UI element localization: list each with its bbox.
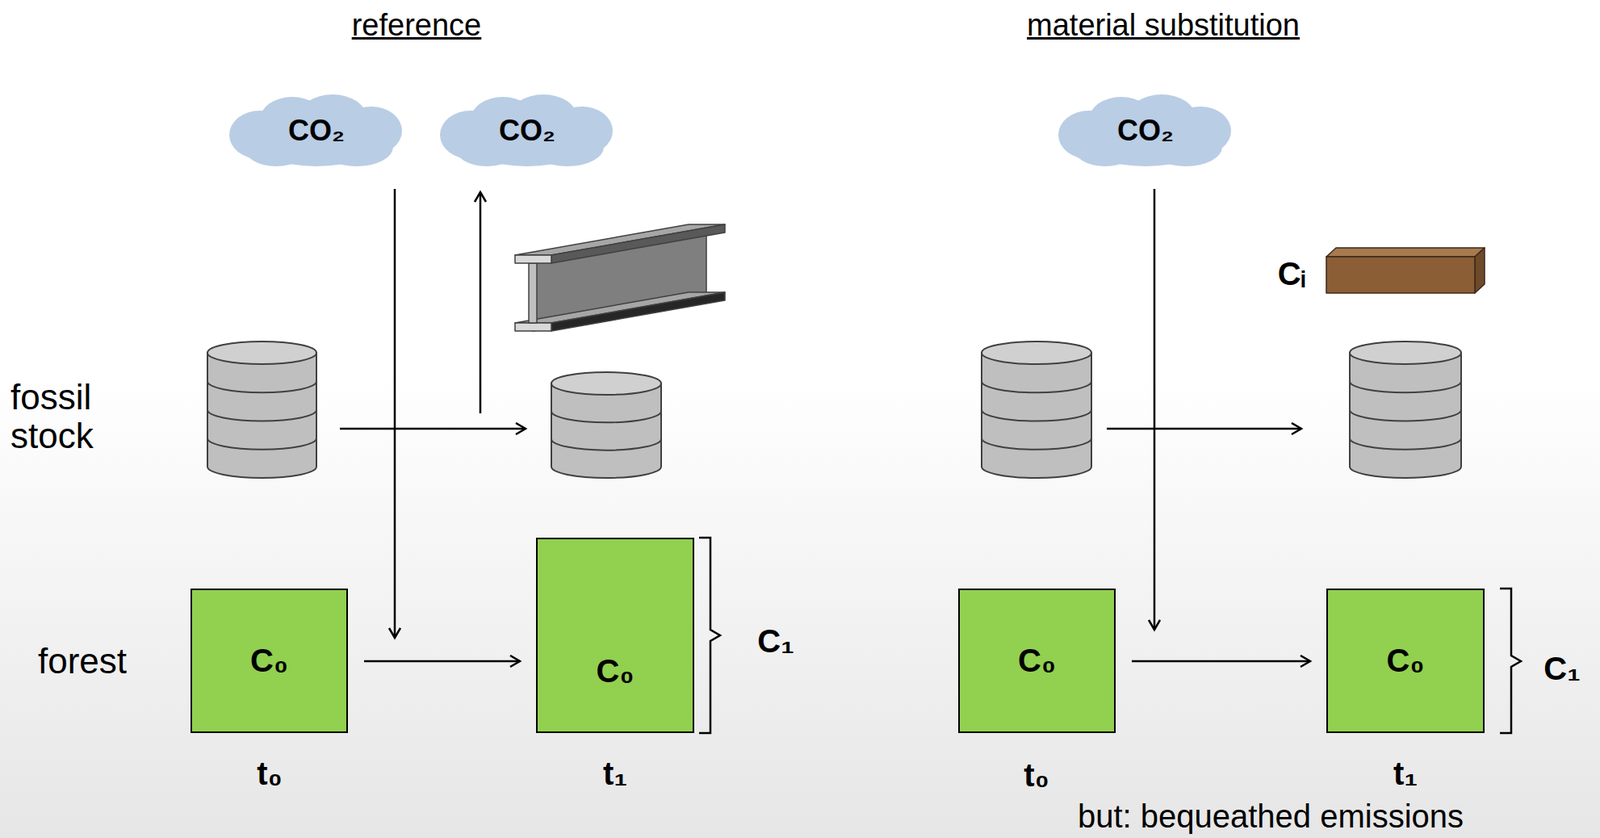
forest-box: C₀: [1326, 588, 1485, 733]
carbon-label: C₁: [1543, 650, 1580, 687]
co2-cloud: CO₂: [438, 90, 616, 172]
panel-title: material substitution: [1026, 8, 1300, 43]
row-label: forest: [37, 641, 127, 681]
bracket: [699, 537, 1521, 733]
flow-arrow: [364, 660, 520, 663]
time-label: t₀: [1023, 757, 1049, 793]
forest-box: C₀: [958, 588, 1116, 733]
flow-arrows: [339, 188, 1302, 638]
carbon-label: C₀: [1017, 642, 1056, 679]
carbon-label: C₀: [596, 653, 635, 690]
cloud-label: CO₂: [1117, 113, 1174, 148]
time-label: t₁: [1393, 755, 1418, 792]
wood-beam: [1326, 247, 1485, 294]
panel-title: reference: [351, 8, 482, 43]
cloud-label: CO₂: [498, 113, 556, 148]
carbon-label: Cᵢ: [1277, 255, 1307, 292]
cloud-label: CO₂: [288, 113, 345, 148]
time-label: t₁: [603, 755, 628, 792]
forest-box: C₀: [190, 588, 348, 733]
steel-beam: [515, 224, 725, 331]
cylinder-top: [1349, 341, 1462, 365]
row-label: fossil stock: [10, 377, 132, 457]
co2-cloud: CO₂: [227, 90, 406, 172]
cylinder-top: [981, 341, 1092, 365]
cylinder-top: [207, 341, 317, 365]
carbon-label: C₀: [1386, 642, 1425, 679]
forest-box: C₀: [536, 537, 695, 733]
cylinder-top: [551, 372, 662, 395]
flow-arrow: [1131, 660, 1311, 663]
time-label: t₀: [256, 755, 282, 792]
co2-cloud: CO₂: [1056, 90, 1235, 172]
carbon-label: C₁: [757, 623, 794, 659]
note: but: bequeathed emissions: [1077, 798, 1464, 834]
carbon-label: C₀: [250, 642, 289, 679]
